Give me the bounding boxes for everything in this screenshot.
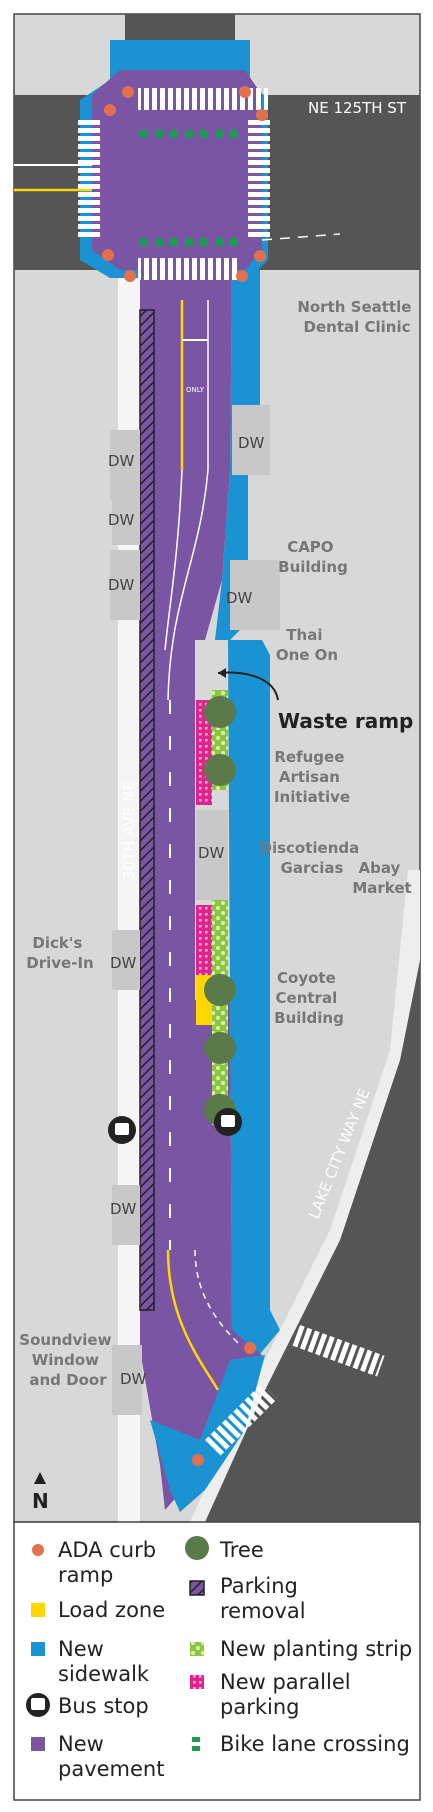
parallel-parking-2 <box>196 905 212 975</box>
svg-text:sidewalk: sidewalk <box>58 1662 150 1686</box>
svg-text:DW: DW <box>108 511 135 529</box>
svg-text:New parallel: New parallel <box>220 1670 351 1694</box>
svg-text:DW: DW <box>238 434 265 452</box>
planting-strip-swatch <box>190 1642 204 1656</box>
svg-text:Load zone: Load zone <box>58 1598 165 1622</box>
parking-removal-swatch <box>189 1580 205 1596</box>
label-abay: Abay Market <box>352 859 411 897</box>
sidewalk-swatch <box>31 1642 45 1656</box>
legend-box <box>13 1521 421 1801</box>
svg-text:ramp: ramp <box>58 1563 113 1587</box>
label-north-seattle: North Seattle Dental Clinic <box>297 298 416 336</box>
svg-text:DW: DW <box>120 1370 147 1388</box>
waste-ramp-arrow <box>217 671 279 701</box>
svg-text:New: New <box>58 1732 104 1756</box>
svg-text:N: N <box>32 1489 49 1513</box>
svg-text:Tree: Tree <box>219 1538 264 1562</box>
label-dicks: Dick's Drive-In <box>26 934 93 972</box>
sidewalk-east <box>215 270 280 1360</box>
parallel-parking-swatch <box>190 1675 204 1689</box>
svg-text:DW: DW <box>108 452 135 470</box>
north-arrow-icon: N <box>32 1472 49 1513</box>
svg-text:DW: DW <box>110 1200 137 1218</box>
planting-strip-2 <box>212 900 228 1125</box>
pavement-swatch <box>31 1737 45 1751</box>
bike-lane-swatch <box>192 1737 200 1742</box>
label-coyote: Coyote Central Building <box>274 969 344 1027</box>
lake-city-way-roadway <box>205 960 420 1522</box>
street-30th-ave: 30TH AVE NE <box>120 781 138 880</box>
svg-text:New: New <box>58 1637 104 1661</box>
ada-ramp-icon <box>102 86 268 1466</box>
bus-stop-icon <box>108 1108 242 1144</box>
legend: ADA curb ramp Load zone New sidewalk Bus… <box>26 1536 412 1781</box>
label-refugee: Refugee Artisan Initiative <box>274 748 350 806</box>
tree-icon <box>204 696 236 1126</box>
svg-text:DW: DW <box>226 589 253 607</box>
svg-text:Bike lane crossing: Bike lane crossing <box>220 1732 410 1756</box>
svg-text:removal: removal <box>220 1599 306 1623</box>
svg-text:DW: DW <box>108 576 135 594</box>
svg-text:parking: parking <box>220 1695 299 1719</box>
svg-text:DW: DW <box>110 954 137 972</box>
tree-icon <box>185 1536 209 1560</box>
ada-ramp-icon <box>32 1544 44 1556</box>
load-zone-swatch <box>31 1603 45 1617</box>
label-only: ONLY <box>186 386 205 394</box>
street-ne-125th: NE 125TH ST <box>308 99 407 117</box>
svg-text:DW: DW <box>198 844 225 862</box>
label-capo: CAPO Building <box>278 538 348 576</box>
label-soundview: Soundview Window and Door <box>19 1331 116 1389</box>
pavement-intersection <box>92 70 262 270</box>
parking-removal-strip <box>139 309 155 1311</box>
svg-text:Bus stop: Bus stop <box>58 1694 149 1718</box>
label-discotienda: Discotienda Garcias <box>260 839 365 877</box>
pavement-30th <box>140 270 262 1510</box>
svg-text:pavement: pavement <box>58 1757 164 1781</box>
svg-text:ADA curb: ADA curb <box>58 1538 156 1562</box>
svg-text:New planting strip: New planting strip <box>220 1637 412 1661</box>
driveway-labels: DW DW DW DW DW DW DW DW DW <box>108 434 265 1388</box>
label-waste-ramp: Waste ramp <box>278 709 413 733</box>
svg-text:Parking: Parking <box>220 1574 298 1598</box>
label-thai: Thai One On <box>276 626 338 664</box>
